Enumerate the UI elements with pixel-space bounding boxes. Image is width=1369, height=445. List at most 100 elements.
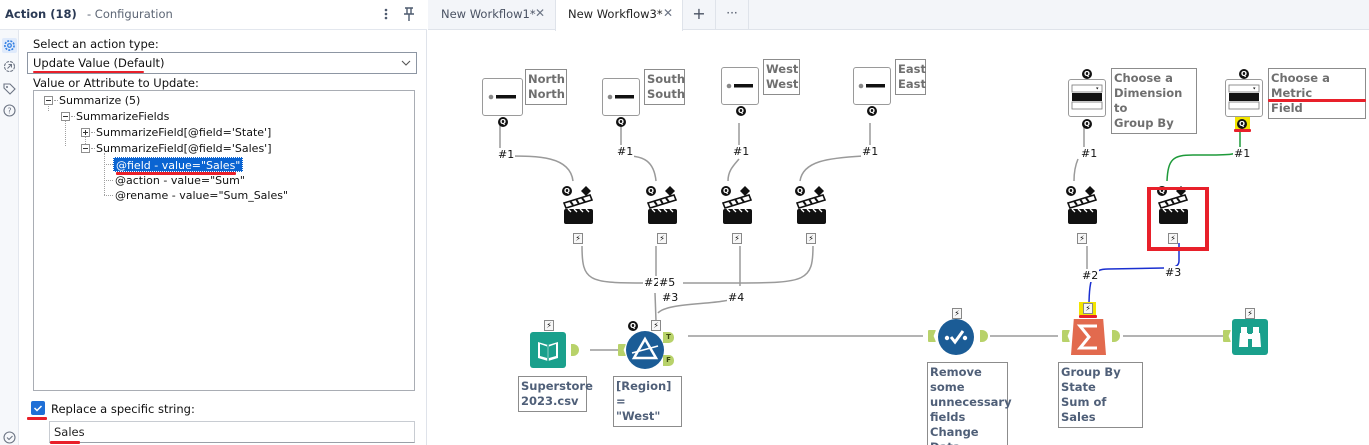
tree-node-summarize[interactable]: Summarize (5)	[59, 94, 141, 107]
bolt-anchor-badge[interactable]: ⚡	[1168, 233, 1178, 244]
text-box-tool-west[interactable]	[721, 67, 759, 105]
action-tab-button[interactable]	[2, 59, 17, 74]
annotation-input: Superstore 2023.csv	[518, 376, 593, 412]
annotation-tab-button[interactable]	[2, 81, 17, 96]
pin-icon	[404, 7, 414, 21]
bolt-anchor-badge[interactable]: ⚡	[651, 320, 661, 331]
input-anchor[interactable]	[1062, 330, 1070, 342]
tab-new-workflow3[interactable]: New Workflow3* ✕	[555, 0, 683, 31]
wire-action4-out	[683, 245, 814, 284]
expand-toggle[interactable]	[81, 128, 90, 137]
tree-connector	[104, 195, 113, 196]
tree-connector	[65, 121, 66, 146]
q-anchor-badge[interactable]: Q	[736, 106, 746, 116]
tab-new-workflow1[interactable]: New Workflow1* ✕	[428, 0, 552, 30]
false-output-anchor[interactable]: F	[663, 355, 674, 366]
clapperboard-icon	[646, 194, 678, 224]
filter-tool[interactable]	[626, 331, 664, 369]
q-anchor-badge[interactable]: Q	[1082, 119, 1092, 129]
tree-node-field-state[interactable]: SummarizeField[@field='State']	[96, 126, 272, 139]
tree-node-attr-rename[interactable]: @rename - value="Sum_Sales"	[115, 189, 289, 202]
bolt-anchor-badge[interactable]: ⚡	[1083, 303, 1093, 314]
q-anchor-badge[interactable]: Q	[562, 186, 572, 196]
bolt-anchor-badge[interactable]: ⚡	[806, 233, 816, 244]
validate-button[interactable]	[2, 430, 17, 445]
wire-label: #1	[732, 145, 751, 158]
diamond-anchor-icon[interactable]	[581, 186, 591, 196]
more-tabs-button[interactable]: ···	[716, 0, 749, 30]
collapse-toggle[interactable]	[81, 144, 90, 153]
replace-string-input[interactable]: Sales	[49, 421, 415, 443]
browse-tool[interactable]	[1232, 319, 1268, 355]
action-type-select[interactable]: Update Value (Default)	[27, 52, 417, 74]
tree-connector	[48, 106, 49, 111]
xml-tree[interactable]: Summarize (5) SummarizeFields SummarizeF…	[33, 90, 415, 391]
close-tab-icon[interactable]: ✕	[535, 6, 546, 20]
wire-action1-out	[581, 245, 650, 284]
tree-connector	[104, 164, 113, 165]
replace-string-checkbox[interactable]	[31, 401, 45, 415]
summarize-tool[interactable]	[1071, 319, 1106, 355]
q-anchor-badge[interactable]: Q	[498, 117, 508, 127]
wire-label: #1	[1080, 147, 1099, 160]
bolt-anchor-badge[interactable]: ⚡	[952, 308, 962, 319]
bolt-anchor-badge[interactable]: ⚡	[1077, 233, 1087, 244]
select-tool[interactable]	[938, 319, 974, 355]
workflow-canvas[interactable]: Q North North Q South South Q West West …	[428, 31, 1369, 445]
tree-node-attr-field[interactable]: @field - value="Sales"	[113, 157, 244, 172]
select-check-icon	[944, 330, 968, 345]
bolt-anchor-badge[interactable]: ⚡	[573, 233, 583, 244]
tree-node-field-sales[interactable]: SummarizeField[@field='Sales']	[96, 142, 272, 155]
more-options-button[interactable]	[379, 5, 393, 23]
text-box-icon	[488, 94, 516, 100]
q-anchor-badge[interactable]: Q	[646, 186, 656, 196]
true-output-anchor[interactable]: T	[663, 332, 674, 343]
text-box-tool-north[interactable]	[482, 78, 523, 116]
config-body: Select an action type: Update Value (Def…	[20, 30, 426, 445]
diamond-anchor-icon[interactable]	[665, 186, 675, 196]
diamond-anchor-icon[interactable]	[814, 186, 824, 196]
output-anchor[interactable]	[980, 330, 988, 342]
wire-east-to-action	[799, 123, 871, 182]
input-anchor[interactable]	[1223, 330, 1231, 342]
annotation-south: South South	[644, 69, 685, 105]
add-tab-button[interactable]: +	[683, 0, 716, 30]
q-anchor-badge[interactable]: Q	[1157, 186, 1167, 196]
collapse-toggle[interactable]	[61, 112, 70, 121]
q-anchor-badge[interactable]: Q	[628, 321, 638, 331]
q-anchor-badge[interactable]: Q	[616, 117, 626, 127]
bolt-anchor-badge[interactable]: ⚡	[544, 320, 554, 331]
diamond-anchor-icon[interactable]	[1085, 186, 1095, 196]
close-tab-icon[interactable]: ✕	[663, 6, 674, 20]
q-anchor-badge[interactable]: Q	[721, 186, 731, 196]
q-anchor-badge[interactable]: Q	[1066, 186, 1076, 196]
text-box-tool-south[interactable]	[602, 78, 640, 116]
q-anchor-badge[interactable]: Q	[867, 106, 877, 116]
tree-node-summarize-fields[interactable]: SummarizeFields	[76, 110, 170, 123]
diamond-anchor-icon[interactable]	[740, 186, 750, 196]
input-data-tool[interactable]	[530, 332, 566, 368]
bolt-anchor-badge[interactable]: ⚡	[1245, 308, 1255, 319]
q-anchor-badge[interactable]: Q	[1239, 69, 1249, 79]
input-anchor[interactable]	[928, 330, 936, 342]
help-tab-button[interactable]: ?	[2, 103, 17, 118]
action-icon	[3, 60, 16, 73]
drop-down-tool-dimension[interactable]	[1068, 79, 1106, 117]
output-anchor[interactable]	[1112, 330, 1120, 342]
bolt-anchor-badge[interactable]: ⚡	[657, 233, 667, 244]
output-anchor[interactable]	[571, 344, 579, 356]
q-anchor-badge[interactable]: Q	[1082, 69, 1092, 79]
text-box-tool-east[interactable]	[853, 67, 891, 105]
tree-node-attr-action[interactable]: @action - value="Sum"	[115, 174, 245, 187]
wire-north-to-action	[499, 123, 574, 182]
collapse-toggle[interactable]	[44, 96, 53, 105]
input-anchor[interactable]	[618, 344, 626, 356]
q-anchor-badge[interactable]: Q	[1237, 119, 1247, 129]
pin-button[interactable]	[401, 5, 417, 23]
q-anchor-badge[interactable]: Q	[795, 186, 805, 196]
configuration-tab-button[interactable]	[2, 38, 17, 53]
drop-down-icon	[1071, 84, 1103, 110]
bolt-anchor-badge[interactable]: ⚡	[732, 233, 742, 244]
tree-connector	[104, 153, 105, 195]
drop-down-tool-metric[interactable]	[1225, 79, 1263, 117]
